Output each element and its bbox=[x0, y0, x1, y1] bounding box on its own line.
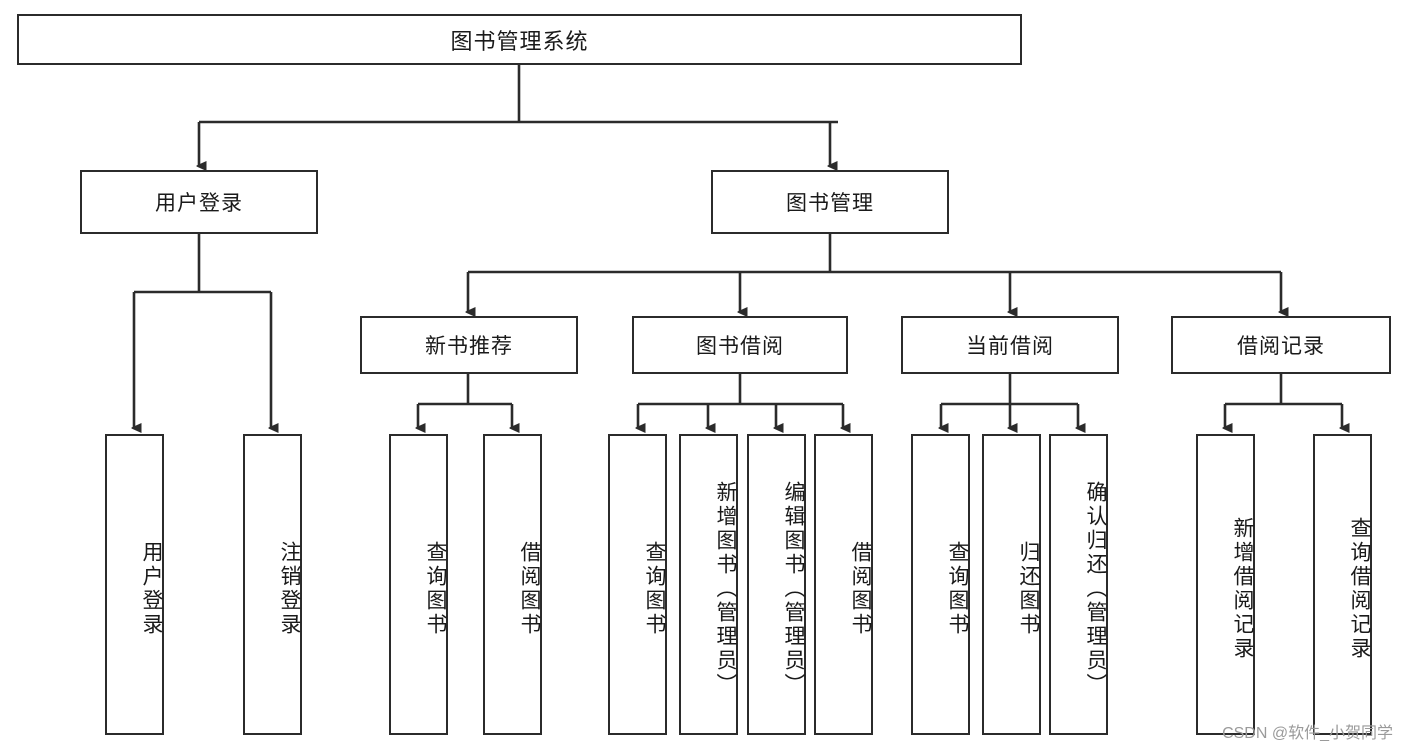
leaf-borrow-add-book-admin[interactable]: 新增图书（管理员） bbox=[679, 434, 738, 735]
node-user-login[interactable]: 用户登录 bbox=[80, 170, 318, 234]
leaf-borrow-query-books[interactable]: 查询图书 bbox=[608, 434, 667, 735]
leaf-user-login-logout[interactable]: 注销登录 bbox=[243, 434, 302, 735]
leaf-label: 编辑图书（管理员） bbox=[782, 480, 805, 697]
node-book-borrow[interactable]: 图书借阅 bbox=[632, 316, 848, 374]
leaf-label: 借阅图书 bbox=[518, 540, 541, 637]
leaf-label: 新增图书（管理员） bbox=[714, 480, 737, 697]
leaf-records-query-record[interactable]: 查询借阅记录 bbox=[1313, 434, 1372, 735]
leaf-current-query-books[interactable]: 查询图书 bbox=[911, 434, 970, 735]
node-borrow-records[interactable]: 借阅记录 bbox=[1171, 316, 1391, 374]
leaf-label: 查询借阅记录 bbox=[1348, 516, 1371, 661]
leaf-label: 确认归还（管理员） bbox=[1084, 480, 1107, 697]
leaf-borrow-borrow-books[interactable]: 借阅图书 bbox=[814, 434, 873, 735]
leaf-current-return-books[interactable]: 归还图书 bbox=[982, 434, 1041, 735]
leaf-label: 借阅图书 bbox=[849, 540, 872, 637]
leaf-label: 用户登录 bbox=[140, 540, 163, 637]
leaf-new-book-borrow-books[interactable]: 借阅图书 bbox=[483, 434, 542, 735]
leaf-label: 新增借阅记录 bbox=[1231, 516, 1254, 661]
node-new-book-recommend[interactable]: 新书推荐 bbox=[360, 316, 578, 374]
leaf-current-confirm-return-admin[interactable]: 确认归还（管理员） bbox=[1049, 434, 1108, 735]
node-book-management[interactable]: 图书管理 bbox=[711, 170, 949, 234]
leaf-new-book-query-books[interactable]: 查询图书 bbox=[389, 434, 448, 735]
leaf-label: 查询图书 bbox=[946, 540, 969, 637]
leaf-label: 查询图书 bbox=[424, 540, 447, 637]
leaf-user-login-login[interactable]: 用户登录 bbox=[105, 434, 164, 735]
csdn-watermark: CSDN @软件_小贺同学 bbox=[1222, 725, 1393, 742]
leaf-borrow-edit-book-admin[interactable]: 编辑图书（管理员） bbox=[747, 434, 806, 735]
leaf-records-add-record[interactable]: 新增借阅记录 bbox=[1196, 434, 1255, 735]
leaf-label: 归还图书 bbox=[1017, 540, 1040, 637]
node-current-borrow[interactable]: 当前借阅 bbox=[901, 316, 1119, 374]
node-root-system[interactable]: 图书管理系统 bbox=[17, 14, 1022, 65]
leaf-label: 查询图书 bbox=[643, 540, 666, 637]
leaf-label: 注销登录 bbox=[278, 540, 301, 637]
